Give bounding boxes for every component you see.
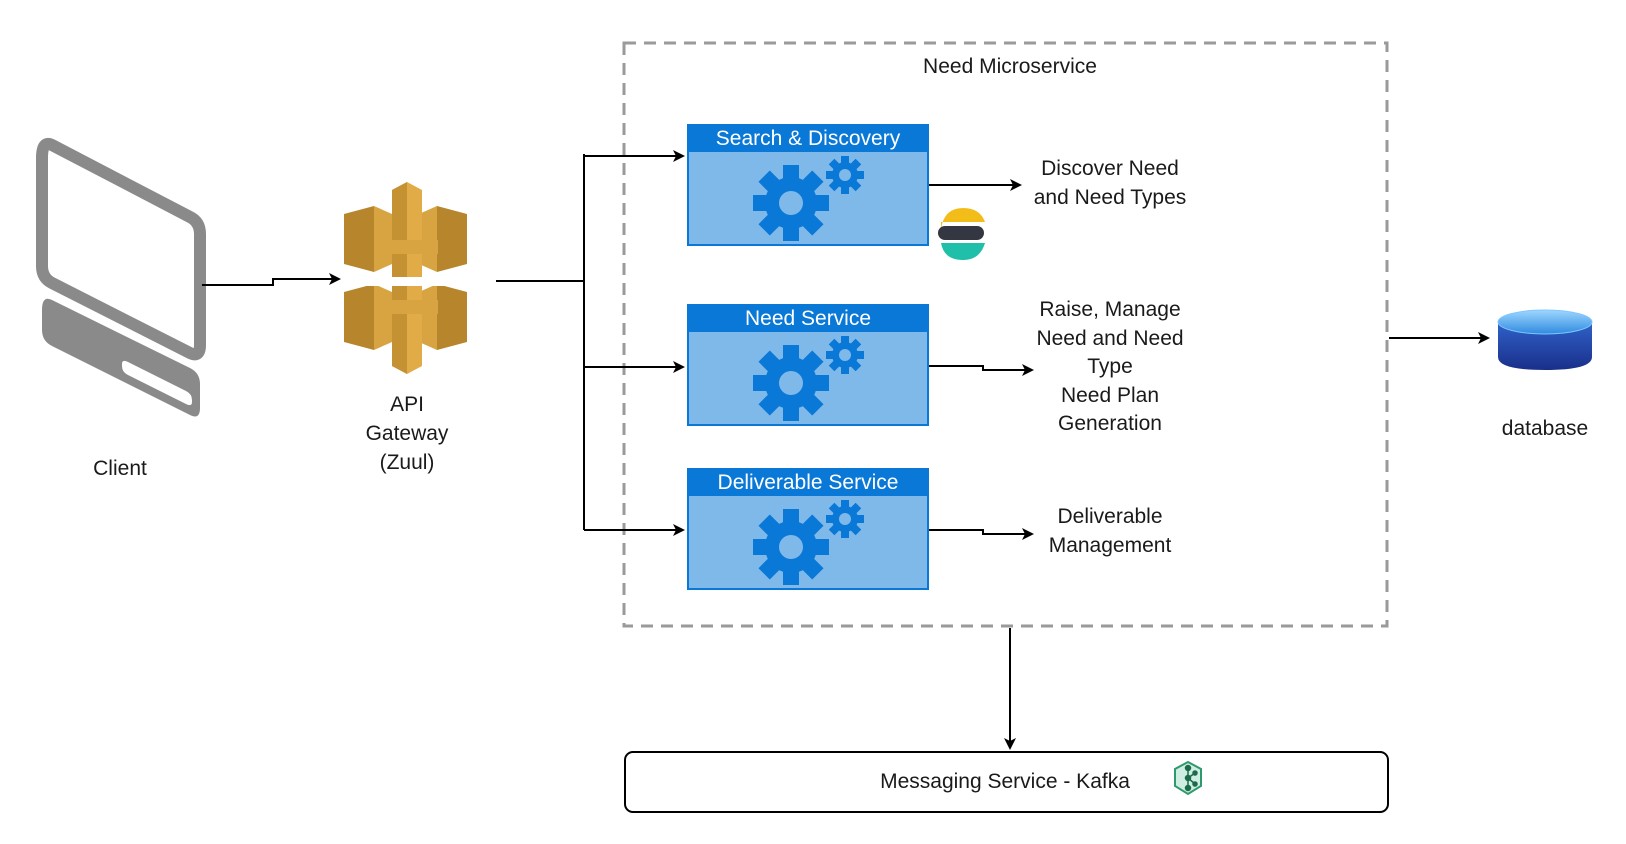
service-box-search[interactable]: [687, 124, 929, 246]
description-line: and Need Types: [1033, 186, 1187, 209]
client-label: Client: [93, 457, 147, 480]
service-title: Search & Discovery: [715, 127, 901, 150]
microservice-container: [622, 41, 1389, 628]
monitor-icon: [36, 137, 206, 417]
service-box-deliverable[interactable]: [687, 468, 929, 590]
service-description: Discover Need and Need Types: [1010, 154, 1210, 212]
service-title: Need Service: [744, 307, 872, 330]
description-line: Deliverable: [1057, 505, 1163, 528]
description-line: Management: [1048, 534, 1172, 557]
description-line: Raise, Manage: [1039, 298, 1181, 321]
kafka-icon: [1174, 760, 1202, 796]
description-line: Need Plan: [1060, 383, 1160, 407]
service-title: Deliverable Service: [717, 471, 899, 494]
service-description: Raise, Manage Need and Need Type Need Pl…: [1010, 296, 1210, 439]
gateway-label-line: Gateway: [365, 422, 449, 445]
gateway-label-line: (Zuul): [379, 451, 435, 474]
elasticsearch-icon: [937, 208, 989, 261]
gateway-label: API Gateway (Zuul): [342, 390, 472, 477]
api-gateway-icon: [340, 182, 472, 374]
microservice-title: Need Microservice: [923, 55, 1097, 78]
service-box-need[interactable]: [687, 304, 929, 426]
description-line: Need and Need: [1036, 326, 1184, 350]
database-label: database: [1501, 417, 1589, 440]
gateway-label-line: API: [390, 393, 424, 416]
description-line: Type: [1087, 355, 1133, 378]
description-line: Generation: [1058, 412, 1162, 435]
messaging-label: Messaging Service - Kafka: [880, 770, 1130, 793]
database-icon: [1497, 309, 1593, 370]
description-line: Discover Need: [1041, 157, 1179, 180]
service-description: Deliverable Management: [1010, 502, 1210, 560]
connectors: [202, 150, 1490, 750]
